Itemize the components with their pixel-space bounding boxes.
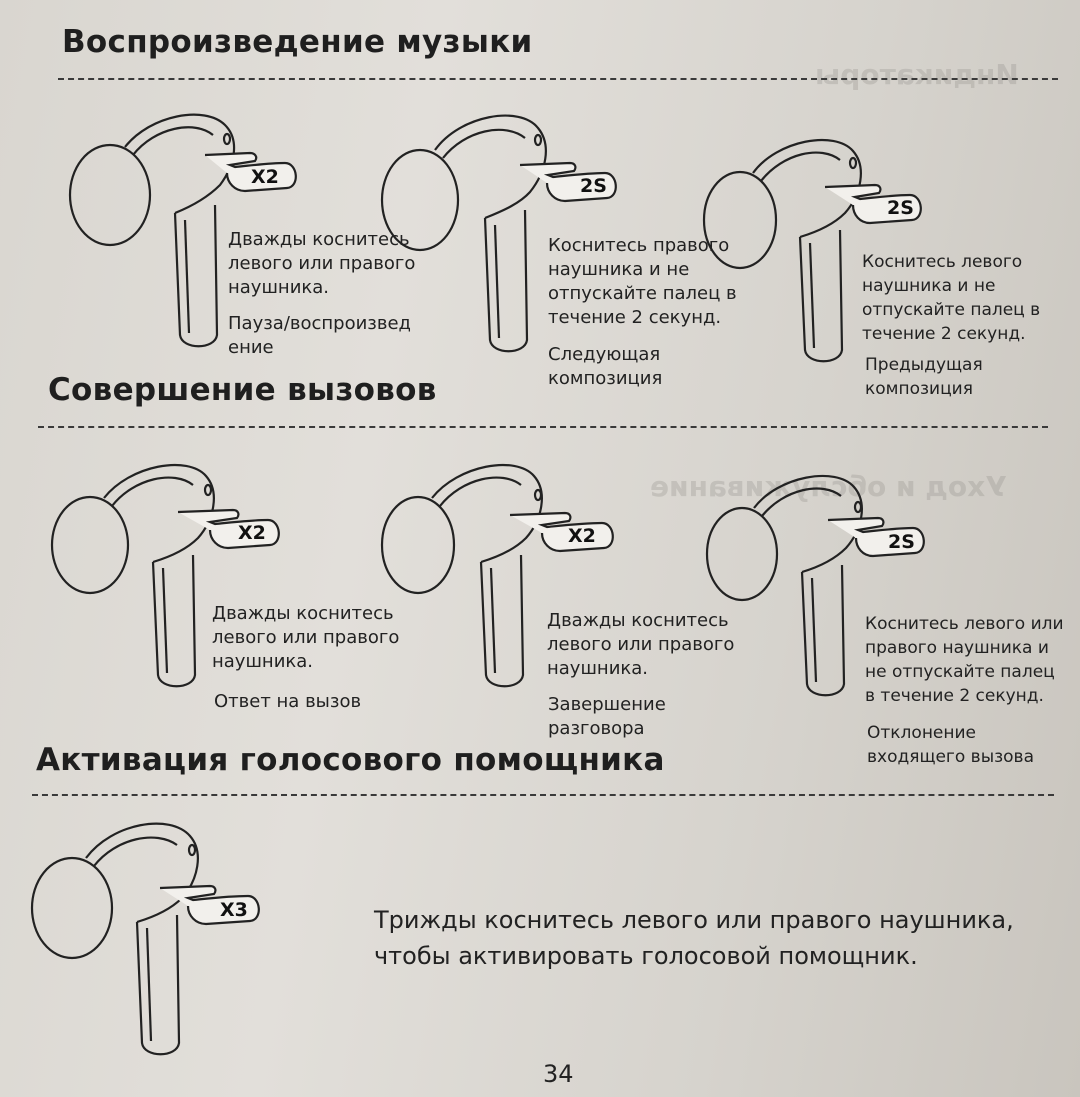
gesture-badge: X2	[568, 525, 596, 547]
pointing-hand-icon: 2S	[519, 161, 617, 203]
pointing-hand-icon: X3	[159, 884, 260, 926]
instruction-caption: Коснитесь правого наушника и не отпускай…	[548, 235, 737, 328]
earbud-illustration: X2	[50, 463, 280, 688]
earbud-illustration: X3	[30, 822, 260, 1056]
pointing-hand-icon: X2	[509, 511, 614, 553]
gesture-badge: X2	[238, 522, 266, 544]
gesture-badge: 2S	[888, 531, 915, 553]
section-title-calls: Совершение вызовов	[48, 372, 437, 408]
section-title-voice-assistant: Активация голосового помощника	[36, 742, 665, 778]
action-result: Ответ на вызов	[214, 691, 362, 712]
instruction-caption: Дважды коснитесь левого или правого науш…	[547, 610, 735, 679]
action-result: Завершение разговора	[548, 694, 666, 739]
earbud-illustration: 2S	[380, 114, 617, 353]
instruction-caption: Коснитесь левого наушника и не отпускайт…	[862, 252, 1041, 344]
pointing-hand-icon: X2	[204, 151, 297, 193]
section-title-music: Воспроизведение музыки	[62, 24, 533, 60]
gesture-badge: 2S	[887, 197, 914, 219]
gesture-badge: X2	[251, 166, 279, 188]
earbud-illustration: X2	[68, 113, 297, 348]
section-divider	[32, 794, 1054, 796]
page-number: 34	[543, 1060, 574, 1088]
action-result: Предыдущая композиция	[865, 355, 983, 399]
action-result: Отклонение входящего вызова	[867, 723, 1034, 767]
earbud-illustration: X2	[380, 463, 614, 688]
voice-assistant-instruction: Трижды коснитесь левого или правого науш…	[374, 906, 1014, 970]
gesture-badge: X3	[220, 899, 248, 921]
gesture-badge: 2S	[580, 175, 607, 197]
bleed-through-text: Индикаторы	[815, 58, 1019, 91]
pointing-hand-icon: 2S	[824, 183, 922, 225]
action-result: Следующая композиция	[548, 344, 663, 389]
earbud-illustration: 2S	[705, 474, 925, 697]
earbud-illustration: 2S	[702, 138, 922, 363]
instruction-caption: Коснитесь левого или правого наушника и …	[865, 614, 1064, 706]
pointing-hand-icon: X2	[177, 508, 280, 550]
pointing-hand-icon: 2S	[827, 516, 925, 558]
instruction-caption: Дважды коснитесь левого или правого науш…	[212, 603, 400, 672]
section-divider	[58, 78, 1058, 80]
section-divider	[38, 426, 1048, 428]
instruction-caption: Дважды коснитесь левого или правого науш…	[228, 229, 416, 298]
action-result: Пауза/воспроизвед ение	[228, 313, 412, 358]
